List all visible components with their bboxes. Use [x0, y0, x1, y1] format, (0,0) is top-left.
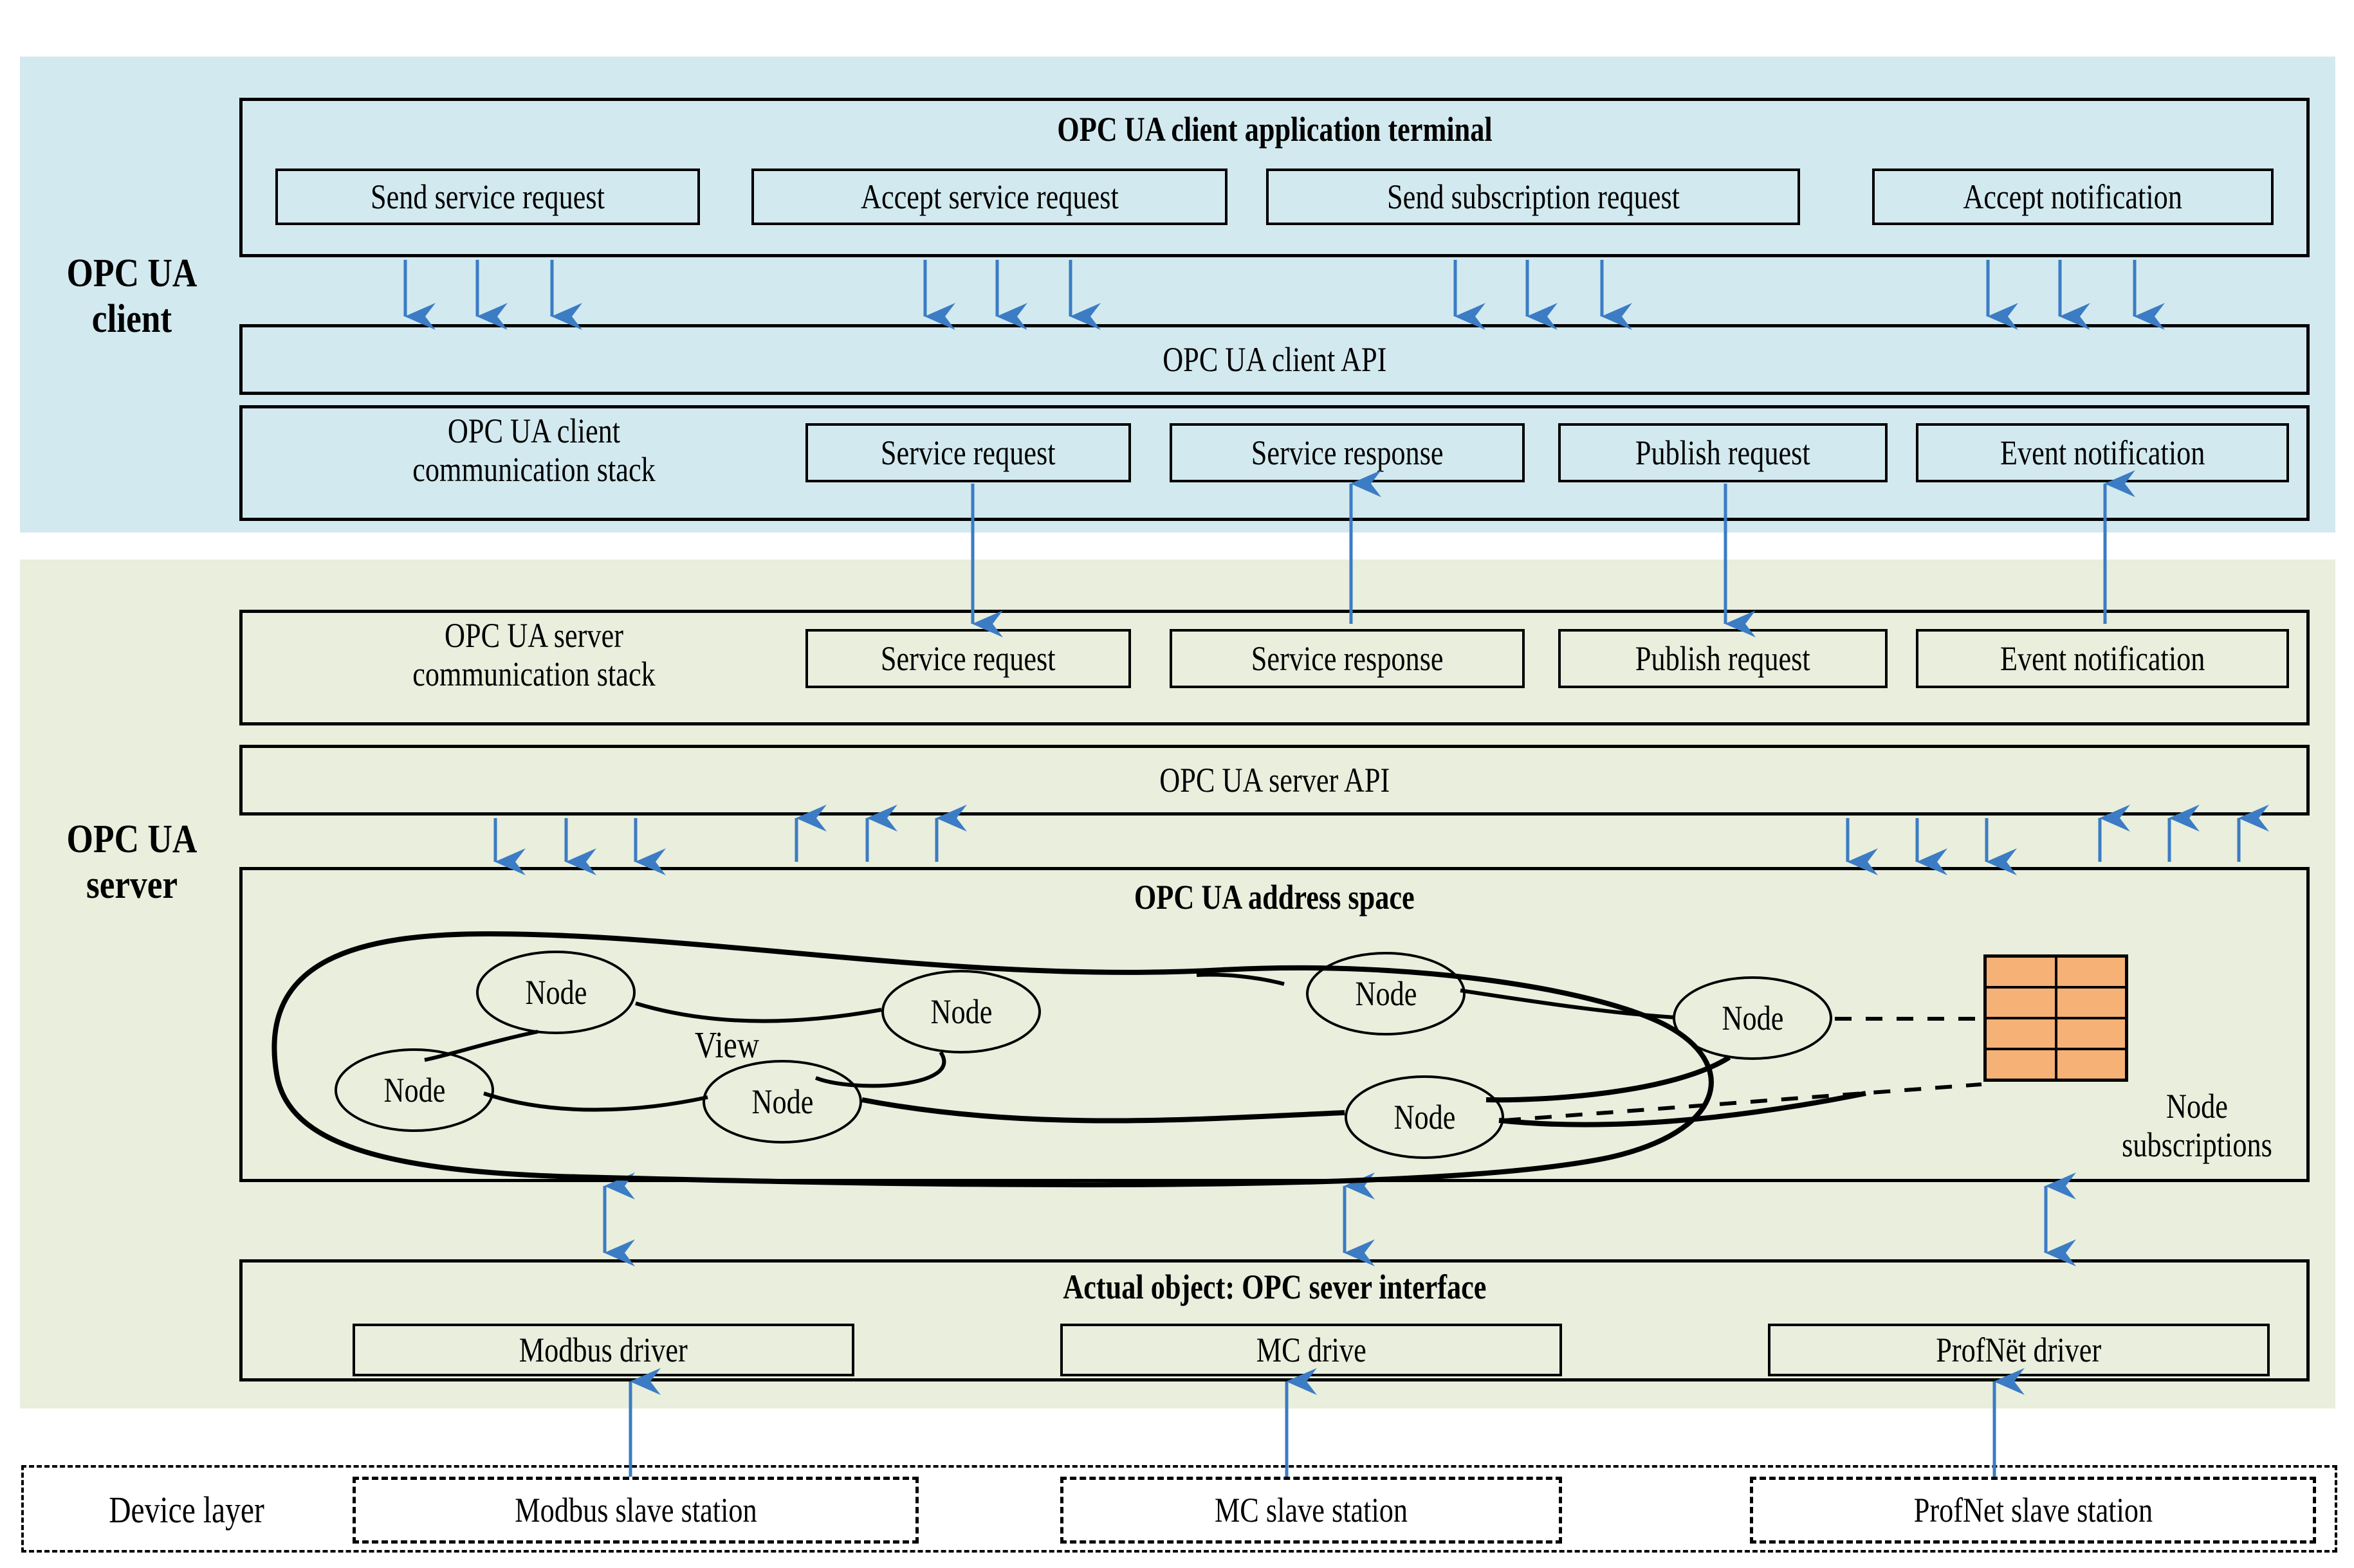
client-application-terminal-title: OPC UA client application terminal: [1056, 110, 1493, 149]
profnet-driver-box[interactable]: ProfNët driver: [1768, 1324, 2270, 1376]
subscription-cell: [1987, 989, 2055, 1017]
node-label-7: Node: [1393, 1097, 1455, 1136]
node-label-2: Node: [930, 992, 992, 1031]
node-label-3: Node: [1355, 974, 1417, 1013]
client-service-response-box[interactable]: Service response: [1170, 423, 1525, 482]
client-event-notification-box[interactable]: Event notification: [1916, 423, 2289, 482]
node-label-4: Node: [1722, 998, 1783, 1037]
opc-server-interface-title: Actual object: OPC sever interface: [1062, 1268, 1487, 1306]
subscription-cell: [2057, 989, 2125, 1017]
modbus-slave-station-label: Modbus slave station: [514, 1490, 757, 1529]
modbus-driver-label: Modbus driver: [519, 1330, 688, 1369]
accept-notification-box[interactable]: Accept notification: [1872, 169, 2274, 225]
client-service-request-label: Service request: [881, 433, 1056, 472]
mc-drive-box[interactable]: MC drive: [1060, 1324, 1562, 1376]
profnet-slave-station-label: ProfNet slave station: [1913, 1490, 2153, 1529]
server-publish-request-label: Publish request: [1635, 639, 1810, 678]
opc-ua-client-api-box: OPC UA client API: [239, 324, 2310, 395]
client-service-request-box[interactable]: Service request: [805, 423, 1131, 482]
node-ellipse-6[interactable]: Node: [703, 1060, 862, 1144]
view-label: View: [694, 1024, 760, 1066]
node-ellipse-7[interactable]: Node: [1345, 1075, 1504, 1159]
node-ellipse-2[interactable]: Node: [881, 970, 1041, 1053]
client-event-notification-label: Event notification: [2000, 433, 2205, 472]
client-publish-request-label: Publish request: [1635, 433, 1810, 472]
server-communication-stack-box: [239, 610, 2310, 725]
node-ellipse-1[interactable]: Node: [476, 951, 636, 1034]
device-layer-label: Device layer: [109, 1489, 264, 1531]
node-ellipse-3[interactable]: Node: [1306, 952, 1466, 1035]
client-service-response-label: Service response: [1251, 433, 1444, 472]
subscription-cell: [2057, 958, 2125, 986]
mc-slave-station-box[interactable]: MC slave station: [1060, 1477, 1562, 1544]
client-communication-stack-box: [239, 405, 2310, 521]
modbus-slave-station-box[interactable]: Modbus slave station: [353, 1477, 919, 1544]
subscription-cell: [1987, 958, 2055, 986]
mc-drive-label: MC drive: [1256, 1330, 1366, 1369]
server-service-request-label: Service request: [881, 639, 1056, 678]
subscription-cell: [2057, 1050, 2125, 1079]
modbus-driver-box[interactable]: Modbus driver: [353, 1324, 854, 1376]
mc-slave-station-label: MC slave station: [1214, 1490, 1408, 1529]
server-event-notification-label: Event notification: [2000, 639, 2205, 678]
opc-ua-server-api-box: OPC UA server API: [239, 745, 2310, 816]
subscription-cell: [2057, 1019, 2125, 1048]
subscription-cell: [1987, 1050, 2055, 1079]
opc-ua-server-api-label: OPC UA server API: [1159, 760, 1390, 799]
node-ellipse-4[interactable]: Node: [1673, 976, 1832, 1060]
opc-ua-client-api-label: OPC UA client API: [1162, 340, 1387, 379]
server-service-response-box[interactable]: Service response: [1170, 629, 1525, 688]
profnet-slave-station-box[interactable]: ProfNet slave station: [1750, 1477, 2316, 1544]
client-publish-request-box[interactable]: Publish request: [1558, 423, 1888, 482]
server-event-notification-box[interactable]: Event notification: [1916, 629, 2289, 688]
server-service-response-label: Service response: [1251, 639, 1444, 678]
node-label-1: Node: [525, 972, 587, 1012]
profnet-driver-label: ProfNët driver: [1936, 1330, 2102, 1369]
accept-service-request-label: Accept service request: [860, 177, 1119, 216]
subscription-cell: [1987, 1019, 2055, 1048]
send-service-request-box[interactable]: Send service request: [275, 169, 700, 225]
opc-server-interface-box: Actual object: OPC sever interface: [239, 1259, 2310, 1381]
node-label-6: Node: [751, 1082, 813, 1121]
server-service-request-box[interactable]: Service request: [805, 629, 1131, 688]
node-ellipse-5[interactable]: Node: [335, 1048, 494, 1132]
server-publish-request-box[interactable]: Publish request: [1558, 629, 1888, 688]
send-subscription-request-box[interactable]: Send subscription request: [1266, 169, 1800, 225]
client-application-terminal-box: OPC UA client application terminal: [239, 98, 2310, 257]
accept-notification-label: Accept notification: [1963, 177, 2183, 216]
node-label-5: Node: [383, 1070, 445, 1109]
send-subscription-request-label: Send subscription request: [1386, 177, 1680, 216]
accept-service-request-box[interactable]: Accept service request: [751, 169, 1228, 225]
send-service-request-label: Send service request: [371, 177, 605, 216]
device-layer-box: [21, 1465, 2337, 1553]
opc-ua-address-space-title: OPC UA address space: [1134, 878, 1415, 916]
node-subscriptions-grid[interactable]: [1983, 954, 2128, 1082]
